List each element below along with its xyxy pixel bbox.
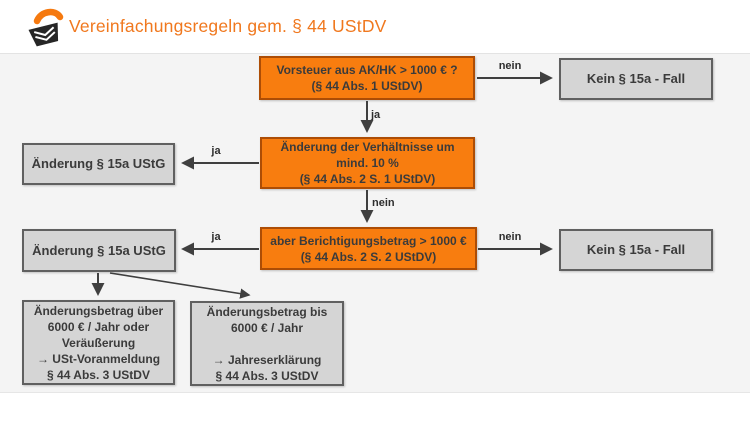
node-line: mind. 10 % [336,156,399,170]
node-line: Änderung § 15a UStG [31,156,166,171]
node-line: Vorsteuer aus AK/HK > 1000 € ? [276,63,458,77]
edge-label-nein: nein [372,197,395,209]
node-line: aber Berichtigungsbetrag > 1000 € [270,233,467,248]
node-line: → Jahreserklärung [212,352,322,367]
node-kein-15a-fall-unten: Kein § 15a - Fall [559,229,713,271]
edge-label-nein: nein [498,60,522,72]
node-line: Veräußerung [61,335,136,350]
node-line: § 44 Abs. 3 UStDV [47,367,150,382]
brand-book-icon [28,8,64,47]
edge-label-ja: ja [211,145,221,157]
node-line: Änderungsbetrag bis [206,304,328,319]
node-line: Kein § 15a - Fall [586,71,686,86]
edge-label-ja: ja [371,109,381,121]
node-kein-15a-fall-oben: Kein § 15a - Fall [559,58,713,100]
node-line: → USt-Voranmeldung [36,351,161,366]
node-line: 6000 € / Jahr [230,320,304,335]
node-aenderung-verhaeltnisse: Änderung der Verhältnisse um mind. 10 % … [260,137,475,189]
node-berichtigungsbetrag: aber Berichtigungsbetrag > 1000 € (§ 44 … [260,227,477,270]
node-aenderung-15a-oben: Änderung § 15a UStG [22,143,175,185]
node-line: Änderung der Verhältnisse um [280,140,455,154]
node-line: 6000 € / Jahr oder [47,319,150,334]
header: Vereinfachungsregeln gem. § 44 UStDV [0,0,750,53]
node-line: § 44 Abs. 3 UStDV [215,368,319,383]
edge-label-ja: ja [211,231,221,243]
node-line [192,336,342,352]
node-line: (§ 44 Abs. 1 UStDV) [311,79,423,93]
node-line: Änderung § 15a UStG [32,242,166,258]
node-betrag-bis-6000: Änderungsbetrag bis 6000 € / Jahr → Jahr… [190,301,344,386]
node-aenderung-15a-unten: Änderung § 15a UStG [22,229,176,272]
node-line: (§ 44 Abs. 2 S. 1 UStDV) [299,172,436,186]
node-betrag-ueber-6000: Änderungsbetrag über 6000 € / Jahr oder … [22,300,175,385]
node-line: (§ 44 Abs. 2 S. 2 UStDV) [300,249,437,264]
node-line: Kein § 15a - Fall [586,242,686,257]
page-title: Vereinfachungsregeln gem. § 44 UStDV [69,16,387,36]
node-line: Änderungsbetrag über [33,303,164,318]
edge-label-nein: nein [498,231,522,243]
node-vorsteuer-frage: Vorsteuer aus AK/HK > 1000 € ? (§ 44 Abs… [259,56,475,100]
